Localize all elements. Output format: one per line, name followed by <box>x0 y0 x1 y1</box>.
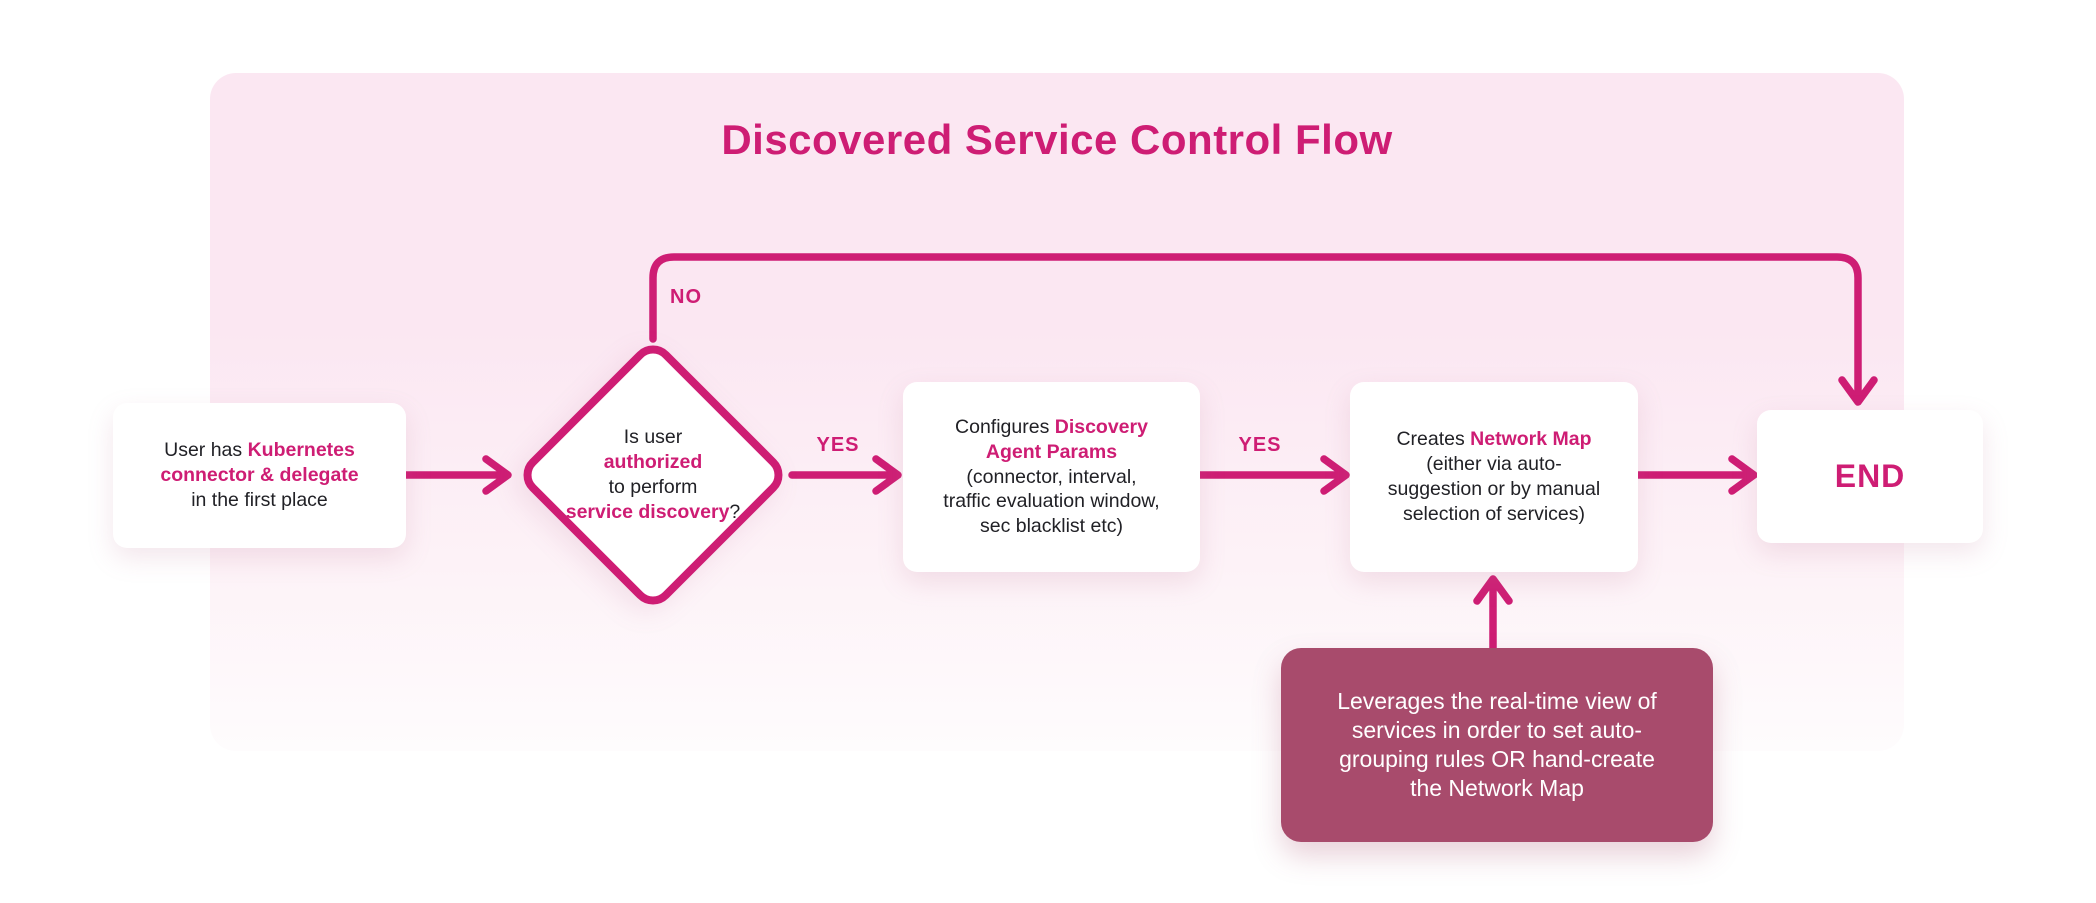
node-decision: Is user authorized to perform service di… <box>540 400 766 550</box>
node-note-text: Leverages the real-time view of services… <box>1337 688 1657 801</box>
node-configure-text: Configures Discovery Agent Params (conne… <box>943 415 1160 538</box>
edge-label-yes-decision: YES <box>816 434 860 456</box>
node-start-text: User has Kubernetes connector & delegate… <box>160 439 359 511</box>
node-end: END <box>1757 410 1983 543</box>
node-start: User has Kubernetes connector & delegate… <box>113 403 406 548</box>
edge-label-no: NO <box>670 286 702 308</box>
edge-label-yes-configure: YES <box>1238 434 1282 456</box>
node-network-map-text: Creates Network Map (either via auto- su… <box>1387 428 1601 525</box>
node-creates-network-map: Creates Network Map (either via auto- su… <box>1350 382 1638 572</box>
node-note-leverages: Leverages the real-time view of services… <box>1281 648 1713 842</box>
page-title: Discovered Service Control Flow <box>721 116 1393 163</box>
node-decision-text: Is user authorized to perform service di… <box>565 426 741 523</box>
node-end-label: END <box>1834 458 1906 494</box>
node-configure-discovery-params: Configures Discovery Agent Params (conne… <box>903 382 1200 572</box>
